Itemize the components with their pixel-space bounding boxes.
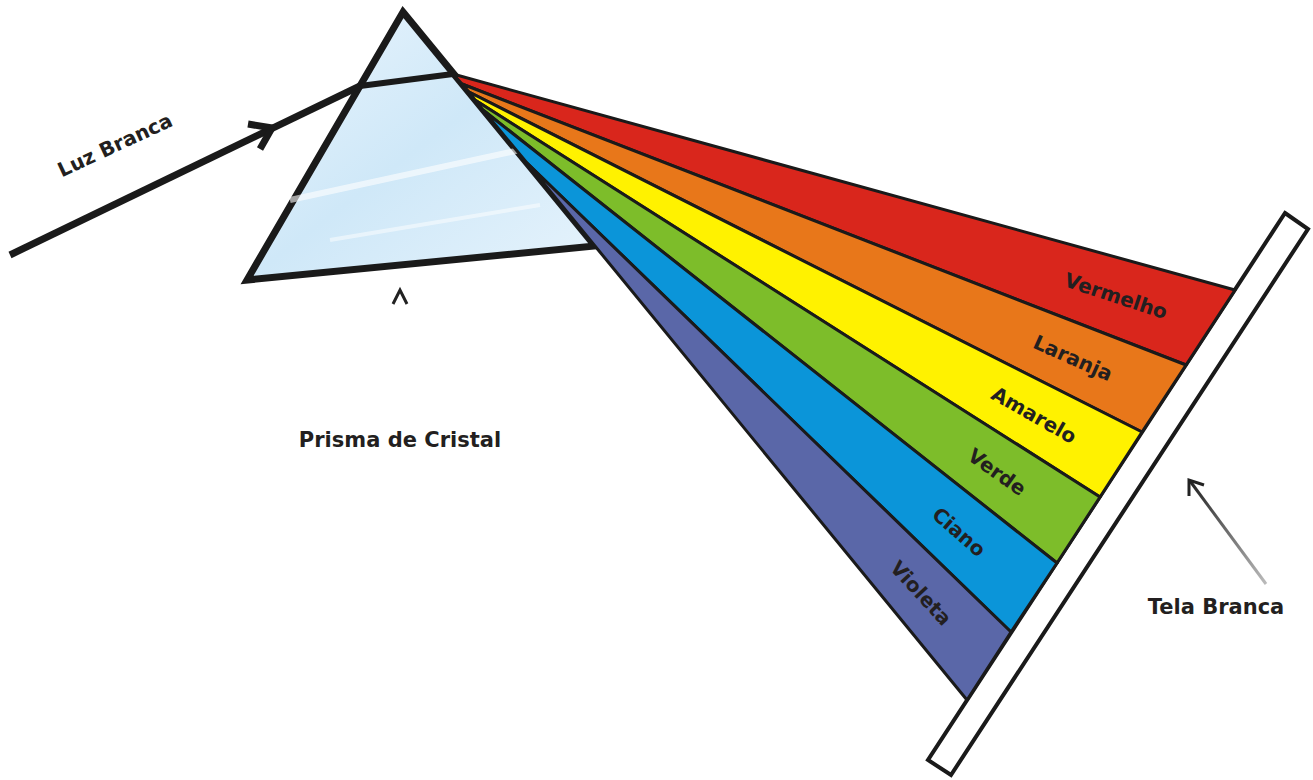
spectrum-band: Ciano <box>483 110 1057 632</box>
light-label: Luz Branca <box>55 110 176 180</box>
glass-shine <box>290 150 520 200</box>
screen-label: Tela Branca <box>1148 597 1285 618</box>
spectrum-band: Verde <box>475 100 1100 563</box>
prism-label: Prisma de Cristal <box>299 430 501 451</box>
band-shape <box>475 100 1100 563</box>
light-ray <box>10 86 360 255</box>
band-fill <box>483 110 1057 632</box>
band-fill <box>527 163 1011 700</box>
glass-shine <box>330 205 540 240</box>
pointer-head <box>393 290 407 304</box>
ray-arrowhead <box>248 124 272 149</box>
spectrum-band: Violeta <box>527 163 1011 700</box>
pointer-line <box>1190 481 1266 584</box>
pointer-head <box>1189 480 1204 496</box>
pointer-line <box>399 292 402 412</box>
refracted-ray <box>360 74 453 86</box>
band-fill <box>475 100 1100 563</box>
